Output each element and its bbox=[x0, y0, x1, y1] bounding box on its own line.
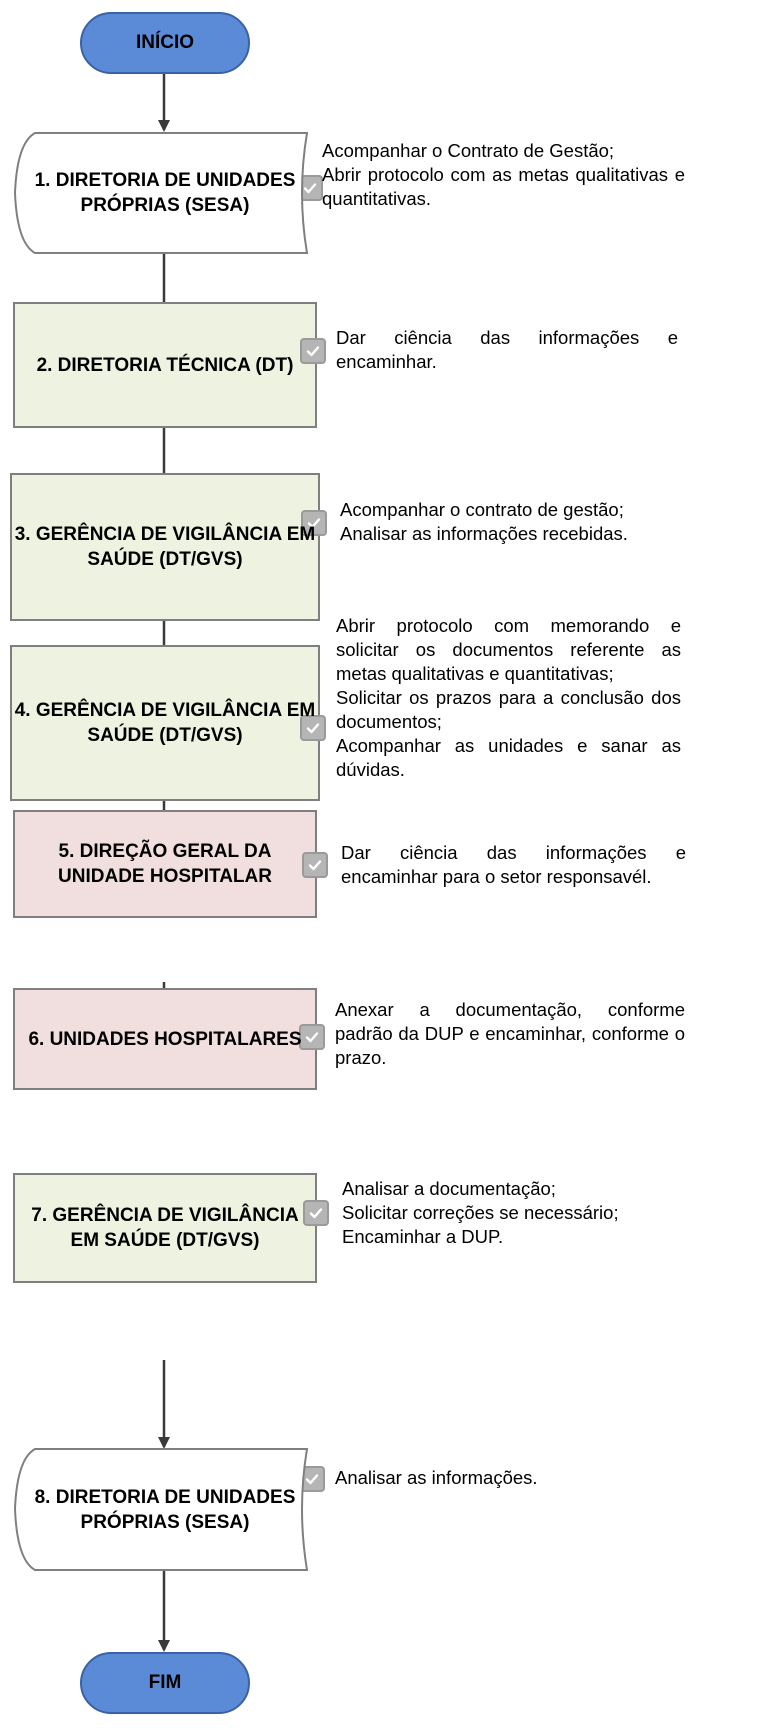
check-icon bbox=[300, 338, 326, 364]
step-7-notes: Analisar a documentação; Solicitar corre… bbox=[342, 1177, 687, 1249]
step-6-box: 6. UNIDADES HOSPITALARES bbox=[13, 988, 317, 1090]
step-4-box: 4. GERÊNCIA DE VIGILÂNCIA EM SAÚDE (DT/G… bbox=[10, 645, 320, 801]
step-2-box: 2. DIRETORIA TÉCNICA (DT) bbox=[13, 302, 317, 428]
note-line: Analisar as informações recebidas. bbox=[340, 523, 628, 544]
step-2-notes: Dar ciência das informações e encaminhar… bbox=[336, 326, 678, 374]
note-line: Encaminhar a DUP. bbox=[342, 1226, 504, 1247]
check-icon bbox=[303, 1200, 329, 1226]
check-icon bbox=[301, 510, 327, 536]
step-5-label: 5. DIREÇÃO GERAL DA UNIDADE HOSPITALAR bbox=[58, 841, 272, 887]
step-7-label: 7. GERÊNCIA DE VIGILÂNCIA EM SAÚDE (DT/G… bbox=[31, 1205, 299, 1251]
step-8-notes: Analisar as informações. bbox=[335, 1466, 680, 1490]
step-2-label: 2. DIRETORIA TÉCNICA (DT) bbox=[36, 354, 294, 376]
step-8-label: 8. DIRETORIA DE UNIDADES PRÓPRIAS (SESA) bbox=[34, 1486, 296, 1533]
note-line: Solicitar correções se necessário; bbox=[342, 1202, 619, 1223]
note-line: Analisar as informações. bbox=[335, 1467, 538, 1488]
end-terminal: FIM bbox=[80, 1652, 250, 1714]
step-6-notes: Anexar a documentação, conforme padrão d… bbox=[335, 998, 685, 1070]
step-8-box: 8. DIRETORIA DE UNIDADES PRÓPRIAS (SESA) bbox=[13, 1448, 317, 1571]
step-4-label: 4. GERÊNCIA DE VIGILÂNCIA EM SAÚDE (DT/G… bbox=[14, 700, 316, 746]
step-3-box: 3. GERÊNCIA DE VIGILÂNCIA EM SAÚDE (DT/G… bbox=[10, 473, 320, 621]
note-line: Anexar a documentação, conforme padrão d… bbox=[335, 999, 685, 1068]
note-line: Acompanhar as unidades e sanar as dúvida… bbox=[336, 735, 681, 780]
step-3-label: 3. GERÊNCIA DE VIGILÂNCIA EM SAÚDE (DT/G… bbox=[14, 524, 316, 570]
document-shape bbox=[13, 132, 309, 254]
note-line: Acompanhar o Contrato de Gestão; bbox=[322, 140, 615, 161]
note-line: Dar ciência das informações e encaminhar… bbox=[336, 327, 678, 372]
note-line: Solicitar os prazos para a conclusão dos… bbox=[336, 687, 681, 732]
check-icon bbox=[302, 852, 328, 878]
end-label: FIM bbox=[148, 1672, 182, 1693]
step-3-notes: Acompanhar o contrato de gestão; Analisa… bbox=[340, 498, 685, 546]
start-terminal: INÍCIO bbox=[80, 12, 250, 74]
note-line: Abrir protocolo com memorando e solicita… bbox=[336, 615, 681, 684]
note-line: Dar ciência das informações e encaminhar… bbox=[341, 842, 686, 887]
step-7-box: 7. GERÊNCIA DE VIGILÂNCIA EM SAÚDE (DT/G… bbox=[13, 1173, 317, 1283]
step-4-notes: Abrir protocolo com memorando e solicita… bbox=[336, 614, 681, 782]
document-shape bbox=[13, 1448, 309, 1571]
step-5-box: 5. DIREÇÃO GERAL DA UNIDADE HOSPITALAR bbox=[13, 810, 317, 918]
step-5-notes: Dar ciência das informações e encaminhar… bbox=[341, 841, 686, 889]
step-1-notes: Acompanhar o Contrato de Gestão; Abrir p… bbox=[322, 139, 685, 211]
check-icon bbox=[299, 1024, 325, 1050]
note-line: Analisar a documentação; bbox=[342, 1178, 556, 1199]
step-6-label: 6. UNIDADES HOSPITALARES bbox=[28, 1028, 302, 1050]
start-label: INÍCIO bbox=[135, 32, 195, 53]
note-line: Abrir protocolo com as metas qualitativa… bbox=[322, 164, 685, 209]
step-1-label: 1. DIRETORIA DE UNIDADES PRÓPRIAS (SESA) bbox=[34, 170, 296, 216]
note-line: Acompanhar o contrato de gestão; bbox=[340, 499, 624, 520]
step-1-box: 1. DIRETORIA DE UNIDADES PRÓPRIAS (SESA) bbox=[13, 132, 317, 254]
check-icon bbox=[300, 715, 326, 741]
